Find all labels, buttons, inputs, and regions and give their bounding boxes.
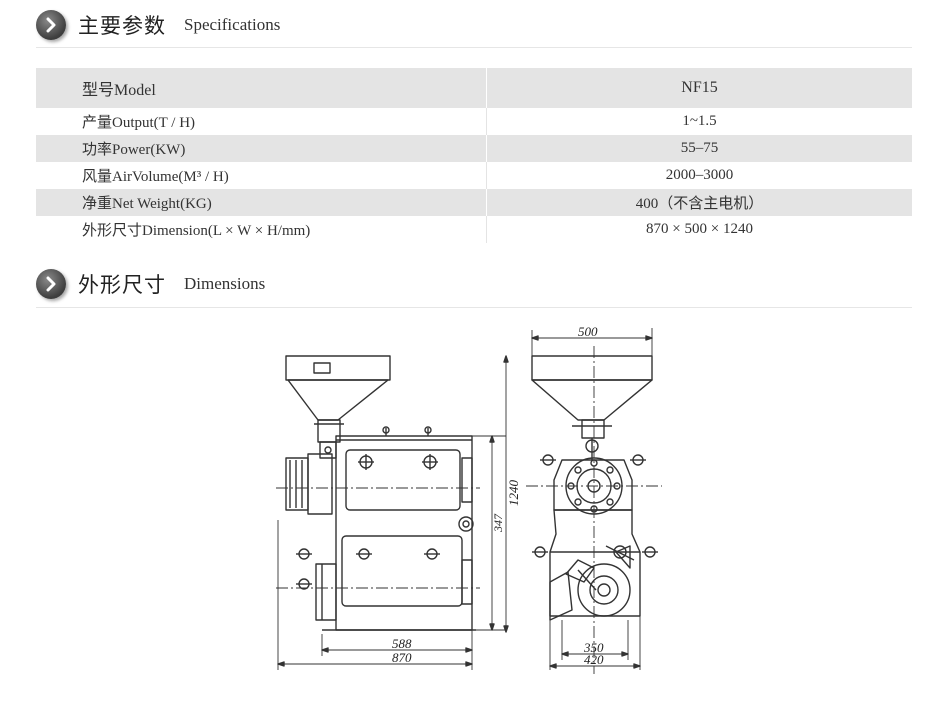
dim-label-588: 588 — [392, 636, 412, 651]
specifications-title-cn: 主要参数 — [78, 14, 166, 38]
spec-value: 2000–3000 — [665, 167, 734, 183]
spec-value: 55–75 — [486, 135, 912, 162]
chevron-right-icon — [36, 10, 66, 40]
spec-row: 功率Power(KW)55–75 — [36, 135, 912, 162]
specifications-header: 主要参数 Specifications — [36, 10, 912, 40]
spec-value: 400（不含主电机） — [486, 189, 912, 216]
spec-label: 净重Net Weight(KG) — [36, 189, 487, 216]
dim-label-870: 870 — [392, 650, 412, 665]
spec-value: 1~1.5 — [682, 113, 717, 129]
front-view — [526, 328, 662, 674]
section-divider — [36, 307, 912, 308]
spec-label: 外形尺寸Dimension(L × W × H/mm) — [36, 216, 487, 243]
spec-row: 净重Net Weight(KG)400（不含主电机） — [36, 189, 912, 216]
dimensions-title-en: Dimensions — [184, 274, 266, 293]
spec-label: 型号Model — [36, 68, 487, 108]
dimension-drawing: 588 870 347 1240 500 350 420 — [276, 324, 662, 674]
spec-label: 产量Output(T / H) — [36, 108, 487, 135]
dimensions-header: 外形尺寸 Dimensions — [36, 269, 912, 299]
specifications-title-en: Specifications — [184, 15, 281, 34]
dim-label-350: 350 — [583, 640, 604, 655]
spec-label: 风量AirVolume(M³ / H) — [36, 162, 487, 189]
dim-label-420: 420 — [584, 652, 604, 667]
spec-label: 功率Power(KW) — [36, 135, 487, 162]
side-view — [276, 355, 509, 670]
chevron-right-icon — [36, 269, 66, 299]
spec-row: 外形尺寸Dimension(L × W × H/mm) 870 × 500 × 1… — [36, 216, 912, 243]
dim-label-500: 500 — [578, 324, 598, 339]
dim-label-1240: 1240 — [506, 480, 521, 507]
section-divider — [36, 47, 912, 48]
spec-value: NF15 — [486, 68, 912, 108]
spec-row: 产量Output(T / H) 1~1.5 — [36, 108, 912, 135]
spec-value: 870 × 500 × 1240 — [646, 221, 753, 237]
dim-label-347: 347 — [491, 513, 505, 533]
spec-row: 风量AirVolume(M³ / H) 2000–3000 — [36, 162, 912, 189]
dimensions-title-cn: 外形尺寸 — [78, 273, 166, 297]
